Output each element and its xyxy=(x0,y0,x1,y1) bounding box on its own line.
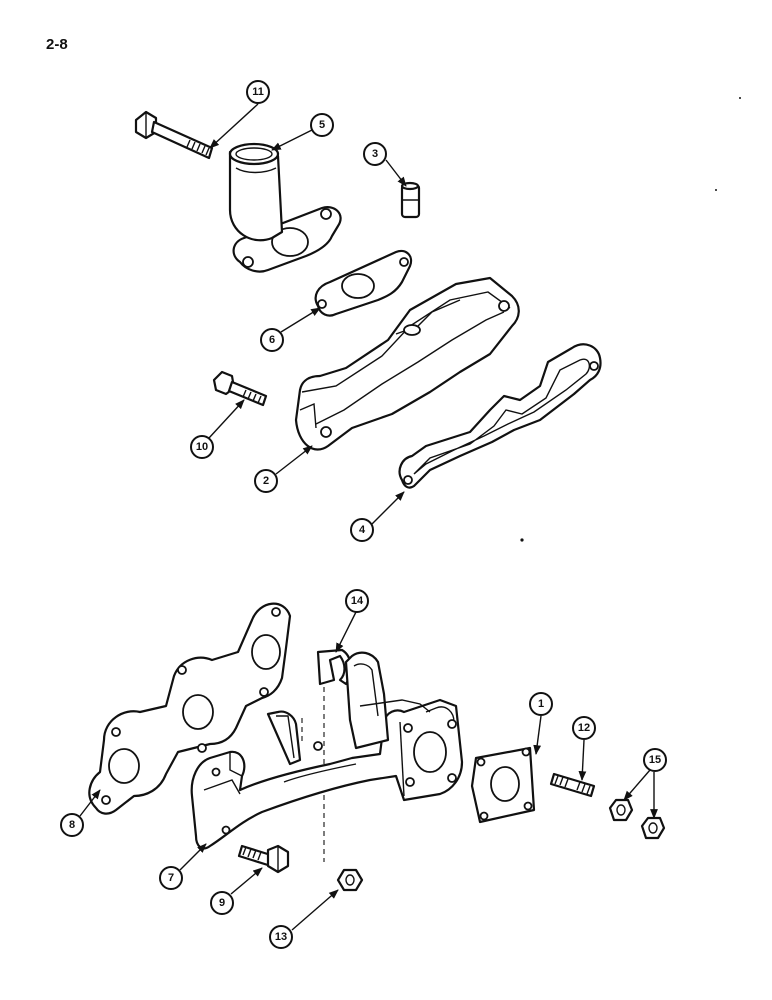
part-nut-upper xyxy=(608,798,634,822)
part-bolt-short xyxy=(212,370,268,407)
svg-text:11: 11 xyxy=(252,86,264,98)
svg-text:2: 2 xyxy=(263,475,269,487)
svg-text:14: 14 xyxy=(351,595,364,607)
part-water-outlet-elbow xyxy=(228,142,342,273)
callout-6: 6 xyxy=(260,328,284,352)
part-bolt-lower xyxy=(237,844,290,874)
svg-text:3: 3 xyxy=(372,148,378,160)
part-nut-lower xyxy=(640,816,666,840)
callout-7: 7 xyxy=(159,866,183,890)
callout-9: 9 xyxy=(210,891,234,915)
svg-text:6: 6 xyxy=(269,334,275,346)
svg-text:12: 12 xyxy=(578,722,590,734)
svg-text:1: 1 xyxy=(538,698,544,710)
callout-15: 15 xyxy=(643,748,667,772)
stray-mark xyxy=(715,189,717,191)
stray-mark xyxy=(739,97,741,99)
svg-text:8: 8 xyxy=(69,819,75,831)
part-plug xyxy=(400,181,421,219)
callout-1: 1 xyxy=(529,692,553,716)
part-water-manifold xyxy=(294,276,520,451)
svg-text:13: 13 xyxy=(275,931,287,943)
svg-text:9: 9 xyxy=(219,897,225,909)
callout-10: 10 xyxy=(190,435,214,459)
part-manifold-gasket xyxy=(398,343,602,489)
part-exhaust-manifold xyxy=(190,651,464,850)
callout-8: 8 xyxy=(60,813,84,837)
stray-mark xyxy=(520,538,524,542)
svg-text:5: 5 xyxy=(319,119,325,131)
callout-13: 13 xyxy=(269,925,293,949)
callout-2: 2 xyxy=(254,469,278,493)
part-stud xyxy=(549,772,596,798)
callout-12: 12 xyxy=(572,716,596,740)
callout-3: 3 xyxy=(363,142,387,166)
callout-14: 14 xyxy=(345,589,369,613)
part-bolt-long xyxy=(134,110,214,160)
svg-text:10: 10 xyxy=(196,441,208,453)
part-exhaust-gasket xyxy=(88,602,292,815)
svg-text:7: 7 xyxy=(168,872,174,884)
callout-11: 11 xyxy=(246,80,270,104)
callout-5: 5 xyxy=(310,113,334,137)
part-flange-gasket xyxy=(470,746,536,824)
svg-text:15: 15 xyxy=(649,754,661,766)
callout-4: 4 xyxy=(350,518,374,542)
svg-text:4: 4 xyxy=(359,524,366,536)
part-clip xyxy=(316,648,352,686)
part-outlet-gasket xyxy=(314,249,413,317)
part-nut-small xyxy=(336,868,364,892)
leader-lines xyxy=(79,103,658,931)
page-number: 2-8 xyxy=(46,36,68,53)
